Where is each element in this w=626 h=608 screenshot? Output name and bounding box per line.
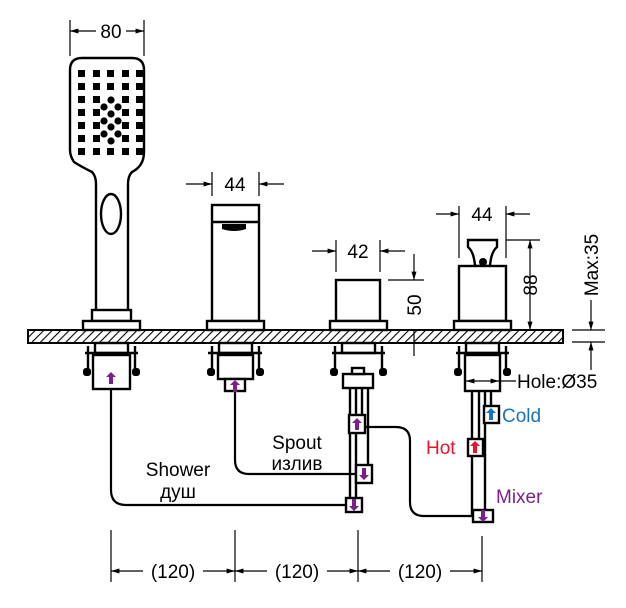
nozzle-square — [136, 70, 143, 77]
nozzle-square — [93, 122, 100, 129]
nozzle-square — [107, 148, 114, 155]
cold-inlet-arrow-icon — [486, 408, 496, 420]
nozzle-square — [122, 135, 129, 142]
nozzle-dot — [107, 96, 115, 104]
hoses — [109, 389, 473, 518]
nozzle-dot — [114, 130, 122, 138]
spout-width-dimension: 44 — [224, 175, 246, 196]
spout-label-ru: излив — [272, 454, 323, 475]
nozzle-square — [93, 96, 100, 103]
nozzle-square — [93, 109, 100, 116]
shower-width-dimension: 80 — [100, 22, 121, 43]
dimension-lines — [69, 20, 605, 582]
nozzle-dot — [100, 103, 108, 111]
diverter — [328, 278, 389, 514]
nozzle-square — [78, 148, 85, 155]
spout-label: Spout — [272, 433, 322, 454]
mixer-hose — [365, 425, 473, 518]
nozzle-dot — [100, 117, 108, 125]
nozzle-dot — [100, 130, 108, 138]
hot-label: Hot — [426, 438, 456, 459]
spout — [205, 203, 266, 393]
nozzle-square — [122, 109, 129, 116]
hand-shower — [68, 56, 146, 391]
nozzle-square — [78, 109, 85, 116]
countertop — [27, 329, 564, 344]
nozzle-square — [107, 83, 114, 90]
nozzle-dot — [114, 117, 122, 125]
mixer-height-dimension: 88 — [521, 274, 542, 295]
nozzle-square — [136, 122, 143, 129]
mixer-width-dimension: 44 — [471, 205, 493, 226]
nozzle-square — [136, 109, 143, 116]
max-deck-thickness: Max:35 — [582, 234, 603, 296]
mixer-valve — [452, 238, 513, 524]
spout-hose — [233, 391, 356, 476]
nozzle-square — [93, 70, 100, 77]
nozzle-square — [136, 148, 143, 155]
nozzle-square — [78, 70, 85, 77]
nozzle-square — [78, 96, 85, 103]
hole-diameter: Hole:Ø35 — [517, 372, 597, 393]
nozzle-square — [93, 148, 100, 155]
hot-inlet-arrow-icon — [470, 441, 480, 453]
nozzle-dot — [114, 103, 122, 111]
spacing-dimension-2: (120) — [275, 562, 319, 583]
nozzle-dot — [107, 110, 115, 118]
nozzle-square — [122, 83, 129, 90]
nozzle-square — [122, 122, 129, 129]
nozzle-square — [107, 70, 114, 77]
nozzle-square — [122, 96, 129, 103]
nozzle-square — [78, 83, 85, 90]
shower-outlet-arrow-icon — [349, 499, 359, 511]
diverter-height-dimension: 50 — [405, 294, 426, 315]
nozzle-square — [136, 135, 143, 142]
shower-hose — [109, 389, 346, 507]
nozzle-square — [78, 122, 85, 129]
mixer-outlet-arrow-icon — [478, 510, 488, 522]
nozzle-square — [122, 70, 129, 77]
cold-label: Cold — [502, 406, 541, 427]
spout-inlet-arrow-icon — [230, 380, 240, 392]
diverter-width-dimension: 42 — [347, 242, 368, 263]
mixer-label: Mixer — [496, 487, 543, 508]
spacing-dimension-1: (120) — [151, 562, 195, 583]
spacing-dimension-3: (120) — [398, 562, 442, 583]
nozzle-square — [122, 148, 129, 155]
nozzle-square — [136, 83, 143, 90]
nozzle-square — [93, 135, 100, 142]
nozzle-square — [136, 96, 143, 103]
spout-outlet-arrow-icon — [359, 468, 369, 480]
shower-label: Shower — [146, 460, 211, 481]
nozzle-dot — [107, 123, 115, 131]
nozzle-square — [93, 83, 100, 90]
diverter-inlet-arrow-icon — [352, 418, 362, 430]
nozzle-square — [78, 135, 85, 142]
shower-label-ru: душ — [160, 482, 196, 503]
shower-nozzle-pattern — [78, 70, 143, 155]
nozzle-dot — [107, 137, 115, 145]
flow-arrows — [106, 372, 496, 522]
shower-inlet-arrow-icon — [106, 372, 116, 384]
